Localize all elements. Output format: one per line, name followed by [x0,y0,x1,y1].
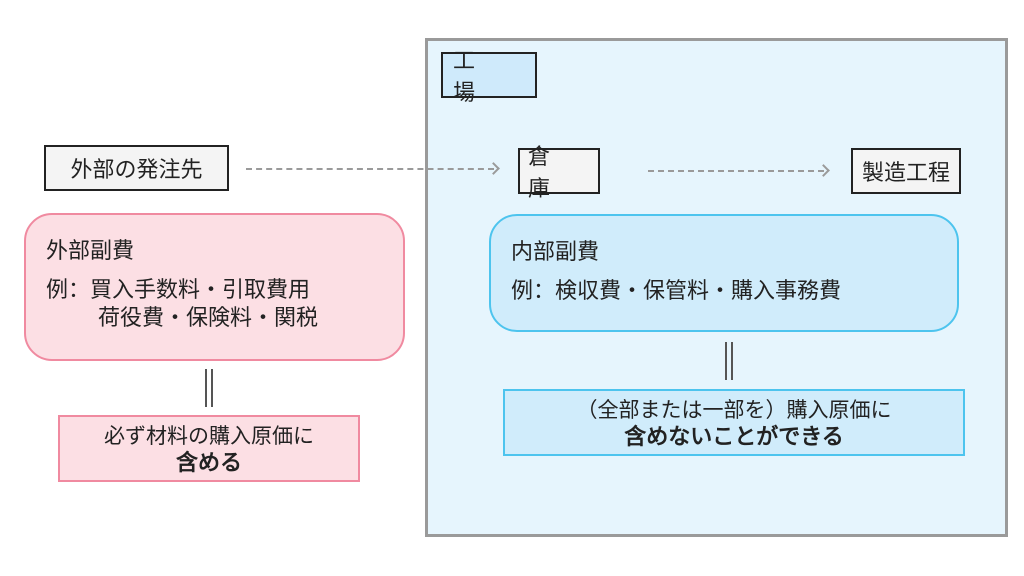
factory-label: 工 場 [441,49,537,106]
internal-costs-examples: 例：検収費・保管料・購入事務費 [511,279,842,304]
warehouse-node: 倉 庫 [518,145,600,202]
internal-costs-title: 内部副費 [511,240,600,265]
internal-result-line2: 含めないことができる [624,425,844,450]
external-costs-examples-1: 例：買入手数料・引取費用 [46,278,311,303]
external-costs-examples-2: 荷役費・保険料・関税 [98,306,319,331]
internal-costs-box: 内部副費 例：検収費・保管料・購入事務費 [489,214,959,332]
external-result-line2: 含める [175,451,242,476]
equals-connector-internal [725,342,733,380]
external-result-line1: 必ず材料の購入原価に [104,424,314,448]
supplier-node: 外部の発注先 [44,145,229,191]
external-costs-box: 外部副費 例：買入手数料・引取費用 荷役費・保険料・関税 [24,213,405,361]
external-costs-result: 必ず材料の購入原価に 含める [58,415,360,482]
supplier-to-warehouse-arrow [246,168,494,170]
equals-connector-external [205,369,213,407]
internal-costs-result: （全部または一部を）購入原価に 含めないことができる [503,389,965,456]
internal-result-line1: （全部または一部を）購入原価に [576,398,892,422]
process-node: 製造工程 [851,148,961,194]
external-costs-title: 外部副費 [46,239,135,264]
warehouse-to-process-arrow [648,170,824,172]
